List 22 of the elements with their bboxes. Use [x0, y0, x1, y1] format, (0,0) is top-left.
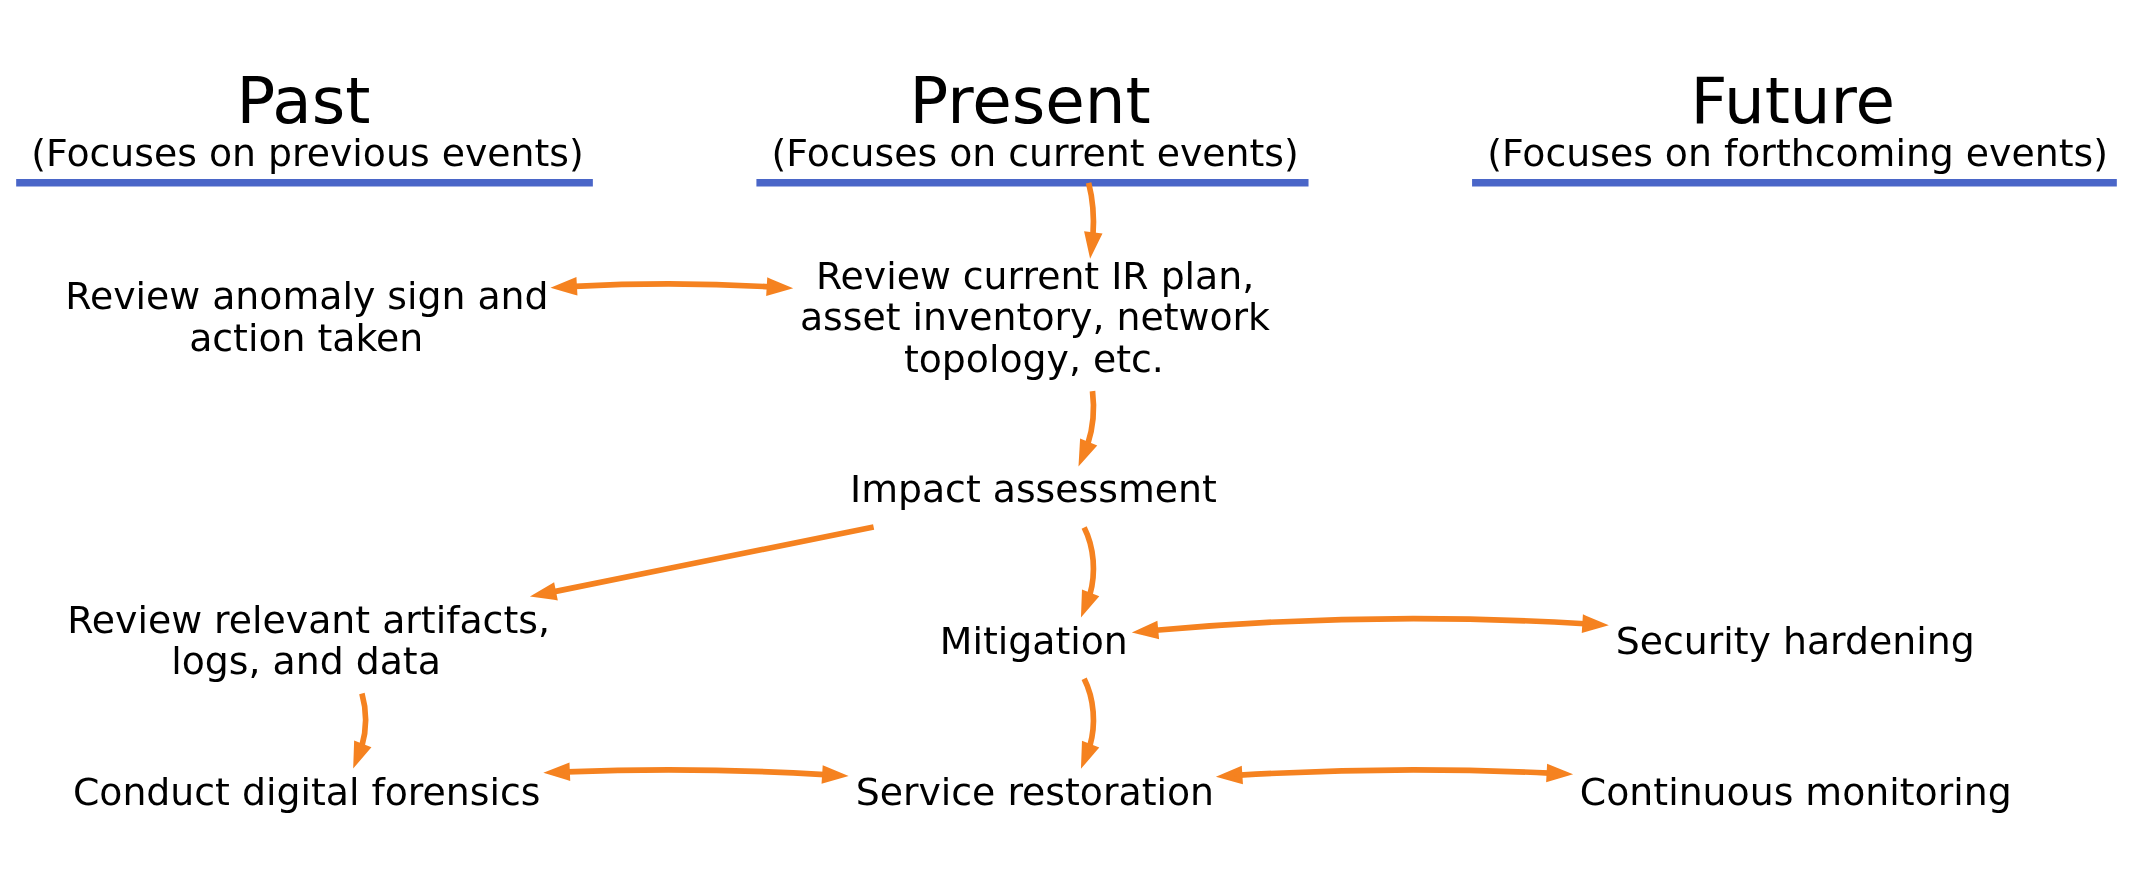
- node-text: Service restoration: [855, 769, 1215, 814]
- arrow: [353, 692, 372, 769]
- arrow: [1080, 525, 1100, 618]
- arrow: [529, 523, 875, 600]
- arrow: [1084, 181, 1103, 259]
- node-text: Mitigation: [939, 618, 1128, 663]
- node-text: Security hardening: [1615, 618, 1975, 663]
- node-text: Review anomaly sign and action taken: [65, 273, 549, 360]
- arrow: [1215, 763, 1574, 784]
- node-text: Review relevant artifacts, logs, and data: [67, 597, 550, 683]
- node-text: Future (Focuses on forthcoming events): [1487, 62, 2108, 175]
- node-text: Impact assessment: [850, 466, 1217, 511]
- arrow: [1080, 677, 1100, 769]
- node-text: Present (Focuses on current events): [771, 62, 1299, 175]
- node-text: Continuous monitoring: [1579, 769, 2012, 814]
- arrow: [543, 761, 849, 784]
- arrow: [1078, 390, 1098, 466]
- node-text: Review current IR plan, asset inventory, network topology, etc.: [799, 253, 1270, 381]
- node-text: Conduct digital forensics: [72, 769, 541, 814]
- arrow: [1131, 613, 1609, 639]
- node-text: Past (Focuses on previous events): [31, 62, 584, 175]
- arrow: [550, 276, 794, 296]
